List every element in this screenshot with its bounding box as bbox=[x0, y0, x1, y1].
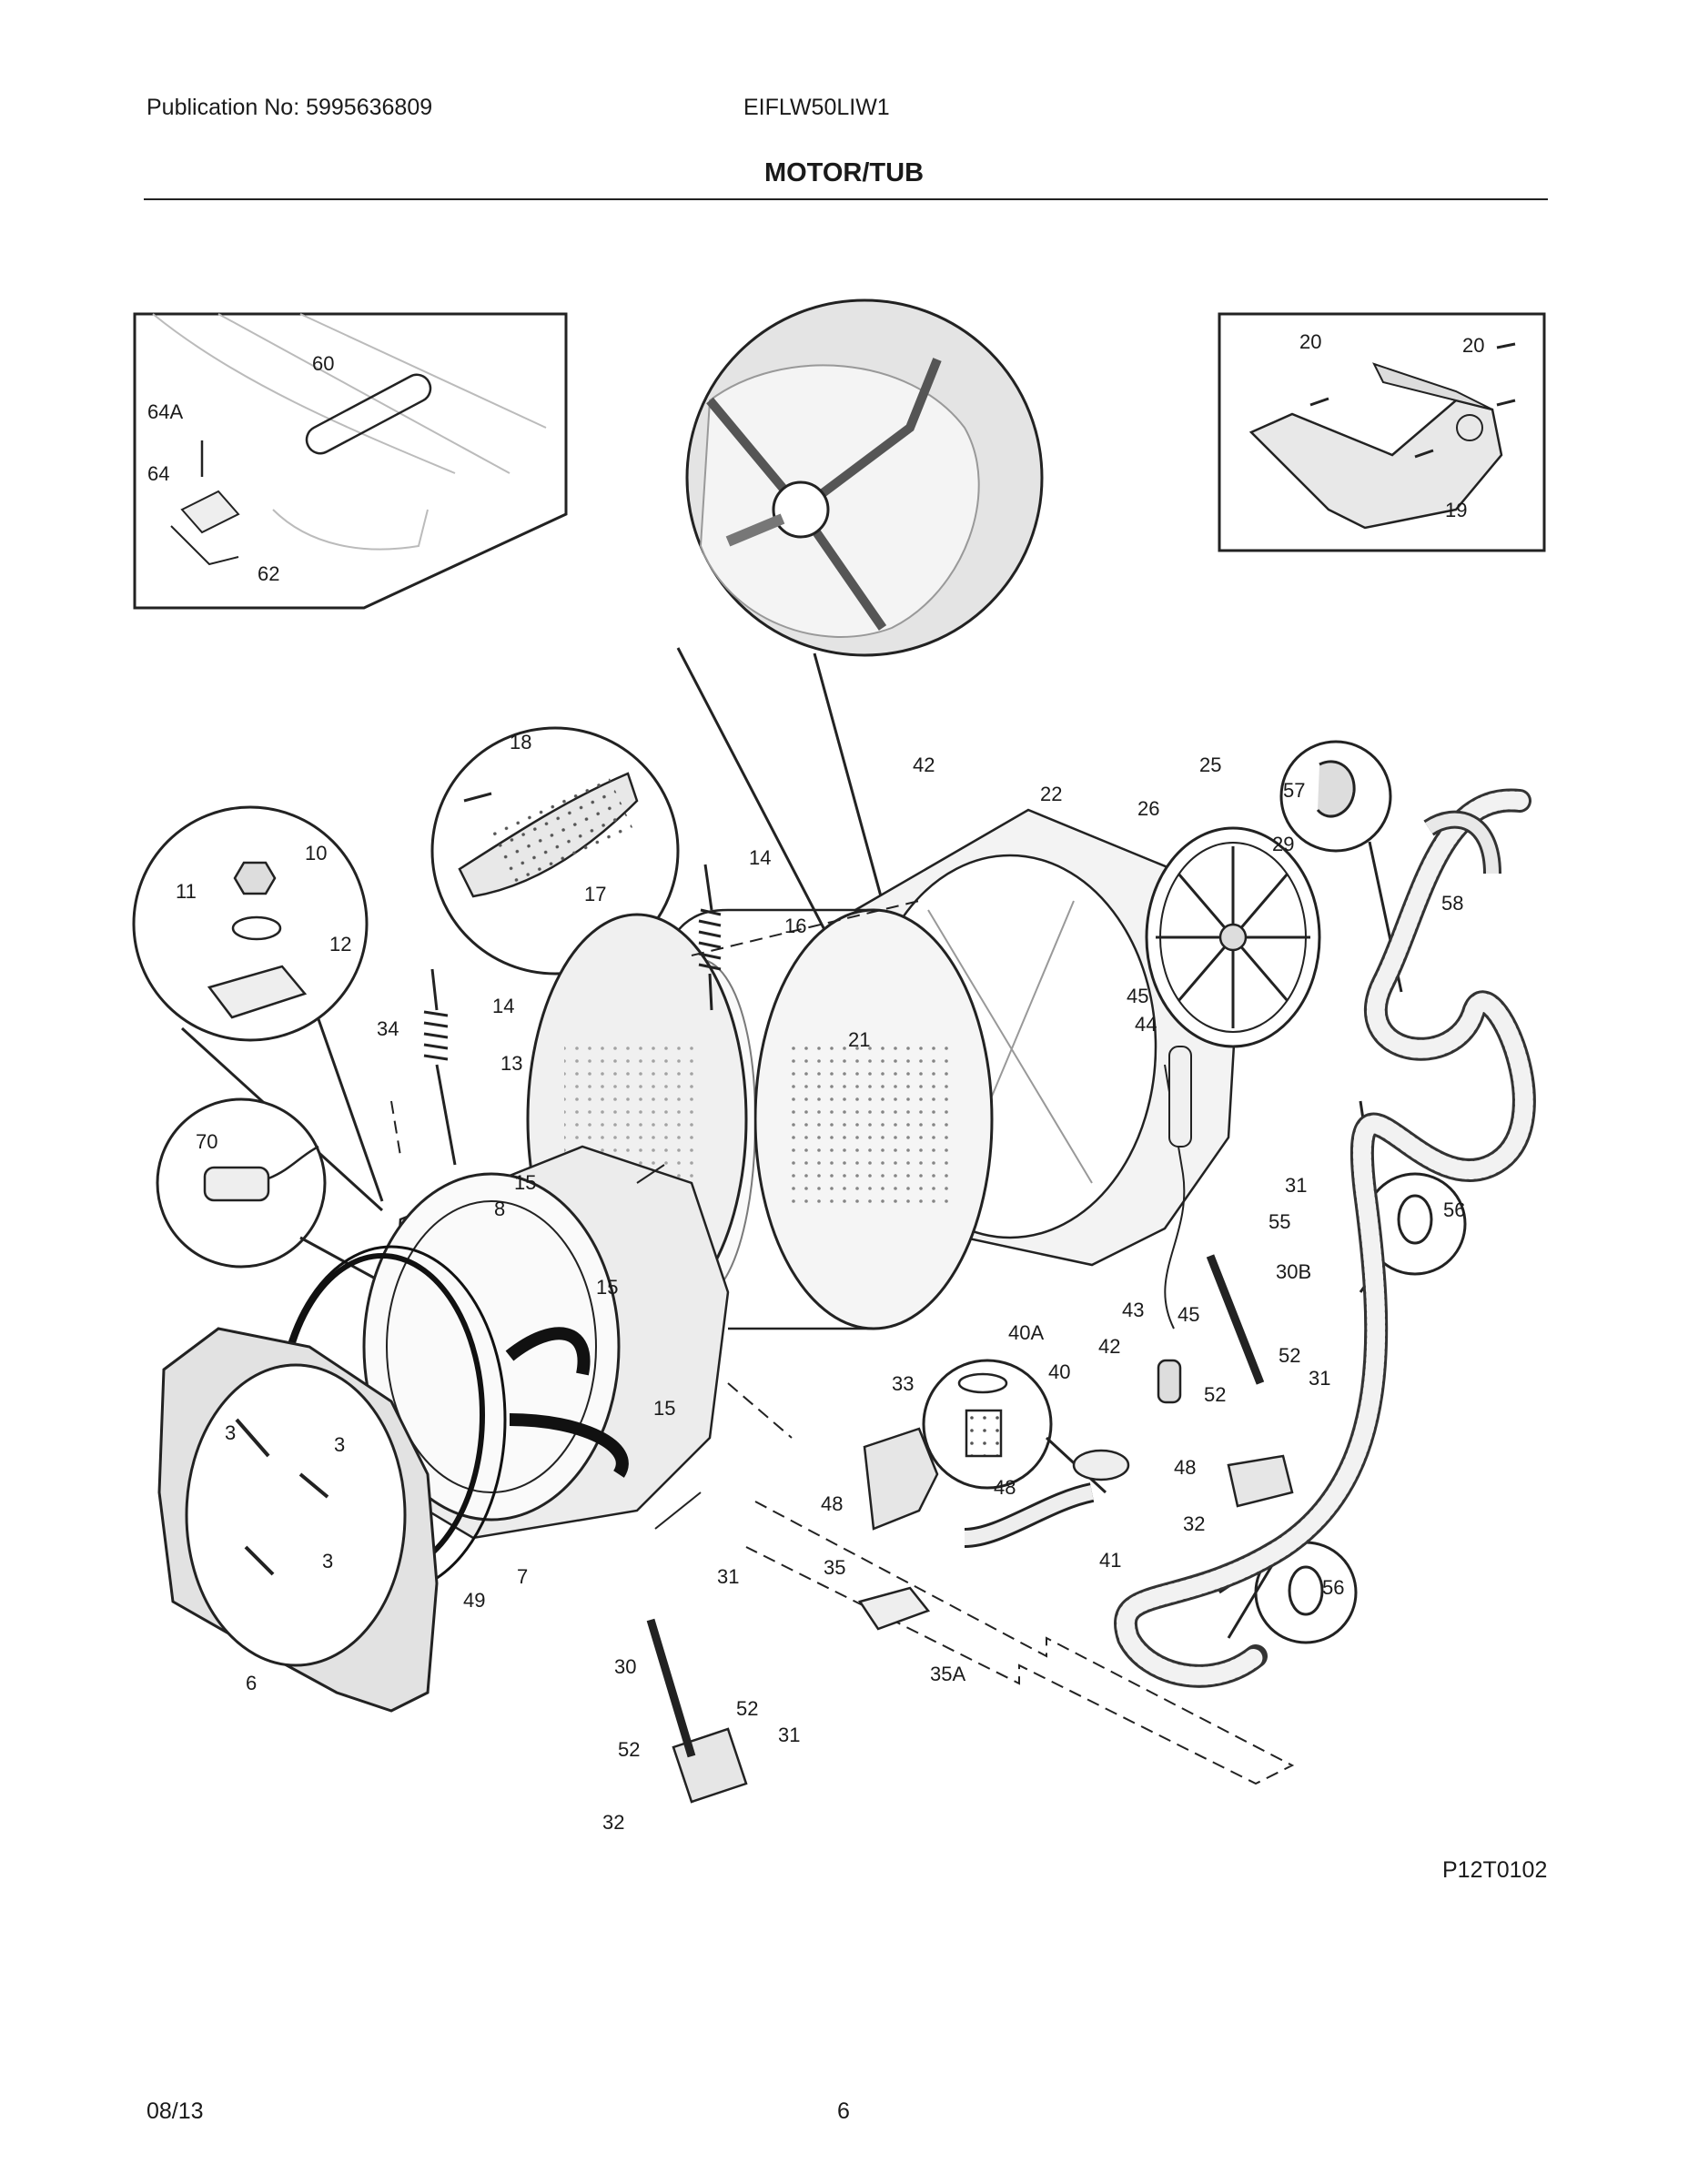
callout-30b: 30B bbox=[1276, 1260, 1311, 1283]
callout-29: 29 bbox=[1272, 833, 1294, 855]
callout-19: 19 bbox=[1445, 499, 1467, 521]
suspension-springs bbox=[423, 864, 722, 1166]
callout-48-left: 48 bbox=[821, 1492, 843, 1515]
publication-date: 08/13 bbox=[147, 2098, 204, 2124]
callout-6: 6 bbox=[246, 1672, 257, 1694]
callout-15-top: 15 bbox=[514, 1171, 536, 1194]
callout-44: 44 bbox=[1135, 1013, 1157, 1036]
callout-labels: 60 64A 64 62 20 20 19 18 17 10 11 12 14 … bbox=[147, 330, 1484, 1834]
callout-45-lower: 45 bbox=[1178, 1303, 1199, 1326]
callout-10: 10 bbox=[305, 842, 327, 864]
callout-21: 21 bbox=[848, 1028, 870, 1051]
callout-12: 12 bbox=[329, 933, 351, 956]
callout-60: 60 bbox=[312, 352, 334, 375]
callout-8: 8 bbox=[494, 1198, 505, 1220]
callout-31-right: 31 bbox=[1309, 1367, 1330, 1390]
pump-and-lower-parts bbox=[646, 1046, 1294, 1804]
callout-52-bottom-left: 52 bbox=[618, 1738, 640, 1761]
callout-32-right: 32 bbox=[1183, 1512, 1205, 1535]
detail-circle-lamp bbox=[156, 1097, 401, 1294]
callout-52-right: 52 bbox=[1279, 1344, 1300, 1367]
callout-35a: 35A bbox=[930, 1663, 965, 1685]
diagram-code: P12T0102 bbox=[1442, 1857, 1548, 1883]
callout-40a: 40A bbox=[1008, 1321, 1044, 1344]
callout-64a: 64A bbox=[147, 400, 183, 423]
callout-56-lower: 56 bbox=[1322, 1576, 1344, 1599]
callout-11: 11 bbox=[176, 880, 197, 903]
callout-26: 26 bbox=[1137, 797, 1159, 820]
page-title: MOTOR/TUB bbox=[763, 158, 925, 187]
callout-52-bottom-right: 52 bbox=[736, 1697, 758, 1720]
callout-48-right: 48 bbox=[1174, 1456, 1196, 1479]
callout-3-lower: 3 bbox=[322, 1550, 333, 1572]
detail-circle-lifter bbox=[430, 726, 680, 1157]
callout-17: 17 bbox=[584, 883, 606, 905]
callout-49: 49 bbox=[463, 1589, 485, 1612]
callout-30: 30 bbox=[614, 1655, 636, 1678]
publication-number: Publication No: 5995636809 bbox=[147, 95, 433, 120]
callout-22: 22 bbox=[1040, 783, 1062, 805]
callout-57: 57 bbox=[1283, 779, 1305, 802]
callout-58: 58 bbox=[1441, 892, 1463, 915]
callout-18: 18 bbox=[510, 731, 531, 753]
callout-16: 16 bbox=[784, 915, 806, 937]
title-rule bbox=[144, 198, 1548, 200]
callout-31-center: 31 bbox=[717, 1565, 739, 1588]
callout-32-bottom: 32 bbox=[602, 1811, 624, 1834]
callout-34: 34 bbox=[377, 1017, 399, 1040]
callout-42-upper: 42 bbox=[913, 753, 935, 776]
callout-52-mid: 52 bbox=[1204, 1383, 1226, 1406]
detail-circle-fasteners bbox=[132, 805, 384, 1212]
assembly-guide-lines bbox=[390, 900, 1295, 1785]
callout-64: 64 bbox=[147, 462, 169, 485]
callout-70: 70 bbox=[196, 1130, 217, 1153]
callout-20-right: 20 bbox=[1462, 334, 1484, 357]
inset-seal-assembly bbox=[133, 312, 568, 610]
front-counterweight bbox=[157, 1327, 439, 1713]
callout-14-lower: 14 bbox=[492, 995, 514, 1017]
callout-7: 7 bbox=[517, 1565, 528, 1588]
detail-circle-spider bbox=[676, 298, 1044, 1148]
callout-13: 13 bbox=[500, 1052, 522, 1075]
callout-15-mid: 15 bbox=[596, 1276, 618, 1299]
callout-15-low: 15 bbox=[653, 1397, 675, 1420]
callout-31-upper: 31 bbox=[1285, 1174, 1307, 1197]
detail-circle-filter bbox=[922, 1359, 1107, 1494]
callout-14-upper: 14 bbox=[749, 846, 771, 869]
detail-circle-clip-57 bbox=[1279, 740, 1403, 993]
inset-motor bbox=[1218, 312, 1546, 552]
callout-56-upper: 56 bbox=[1443, 1198, 1465, 1221]
callout-35: 35 bbox=[824, 1556, 845, 1579]
callout-20-left: 20 bbox=[1299, 330, 1321, 353]
drain-hose bbox=[1114, 788, 1536, 1688]
callout-31-bottom: 31 bbox=[778, 1724, 800, 1746]
page-number: 6 bbox=[837, 2098, 850, 2124]
callout-41: 41 bbox=[1099, 1549, 1121, 1572]
callout-3-upper-right: 3 bbox=[334, 1433, 345, 1456]
callout-62: 62 bbox=[258, 562, 279, 585]
model-number: EIFLW50LIW1 bbox=[743, 95, 890, 120]
callout-3-upper-left: 3 bbox=[225, 1421, 236, 1444]
callout-45-upper: 45 bbox=[1127, 985, 1148, 1007]
callout-43: 43 bbox=[1122, 1299, 1144, 1321]
callout-48-mid: 48 bbox=[994, 1476, 1016, 1499]
outer-tub-front bbox=[362, 1145, 730, 1540]
callout-40: 40 bbox=[1048, 1360, 1070, 1383]
callout-25: 25 bbox=[1199, 753, 1221, 776]
callout-42-lower: 42 bbox=[1098, 1335, 1120, 1358]
callout-55: 55 bbox=[1269, 1210, 1290, 1233]
callout-33: 33 bbox=[892, 1372, 914, 1395]
